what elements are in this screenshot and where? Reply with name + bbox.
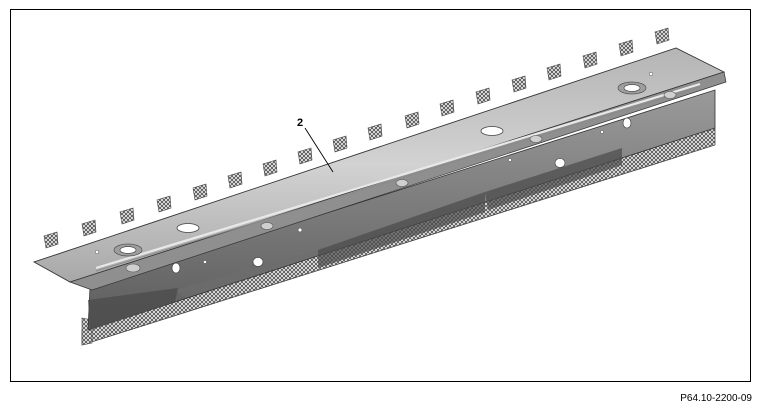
- callout-leader-line: [304, 127, 334, 173]
- ridge-bosses: [125, 91, 677, 273]
- vertical-web: [87, 89, 716, 331]
- figure-id: P64.10-2200-09: [680, 393, 752, 404]
- mounting-holes: [94, 71, 654, 264]
- callout-label: 2: [297, 117, 304, 129]
- upper-tooth-row: [43, 27, 670, 249]
- web-holes: [171, 117, 632, 274]
